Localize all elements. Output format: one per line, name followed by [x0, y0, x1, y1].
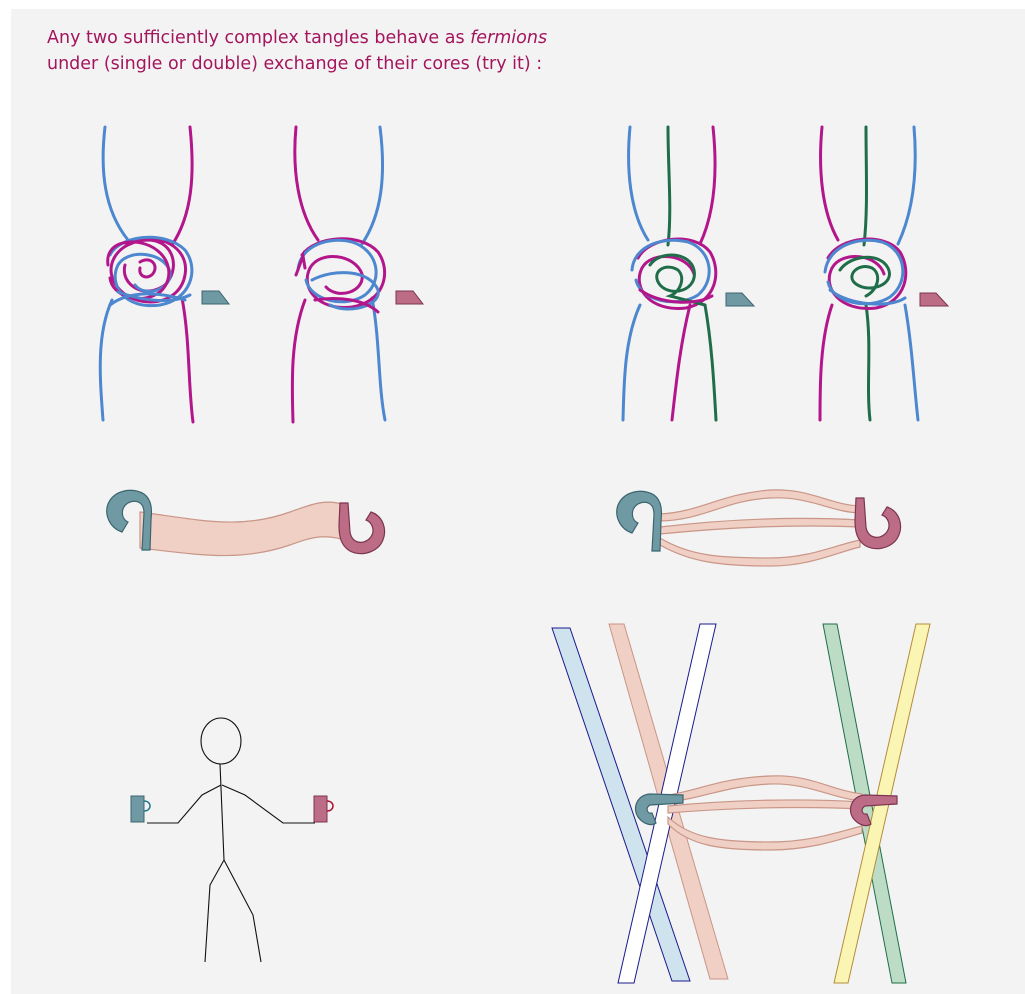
core-marker-rose: [396, 291, 423, 304]
head: [201, 718, 241, 764]
core-marker-teal: [202, 291, 229, 304]
two-string-tangle-pair: [100, 127, 423, 422]
band-bottom: [660, 538, 860, 566]
core-hook-teal: [617, 491, 662, 551]
core-marker-rose: [920, 293, 948, 306]
tangle-right-b: [820, 127, 918, 420]
core-marker-teal: [726, 293, 754, 306]
right-leg: [224, 860, 261, 962]
belts-and-bands-double-exchange: [552, 624, 930, 983]
triple-band-between-cores: [617, 490, 901, 566]
core-hook-rose: [855, 498, 901, 549]
tangle-left-b: [292, 127, 385, 422]
band: [140, 502, 350, 555]
tangle-left-a: [100, 127, 193, 422]
bands: [668, 776, 862, 850]
tangle-right-a: [623, 127, 716, 420]
right-arm: [222, 785, 315, 823]
single-band-between-cores: [107, 490, 385, 555]
cup-teal: [131, 796, 150, 822]
cup-rose: [314, 796, 333, 822]
band-middle: [660, 518, 860, 534]
person-holding-two-cups: [131, 718, 333, 962]
band-top: [660, 490, 860, 521]
three-string-tangle-pair: [623, 127, 948, 420]
left-arm: [147, 785, 221, 823]
core-hook-rose: [339, 503, 385, 554]
core-hook-teal: [107, 490, 152, 550]
left-leg: [205, 860, 224, 962]
body: [220, 764, 224, 860]
